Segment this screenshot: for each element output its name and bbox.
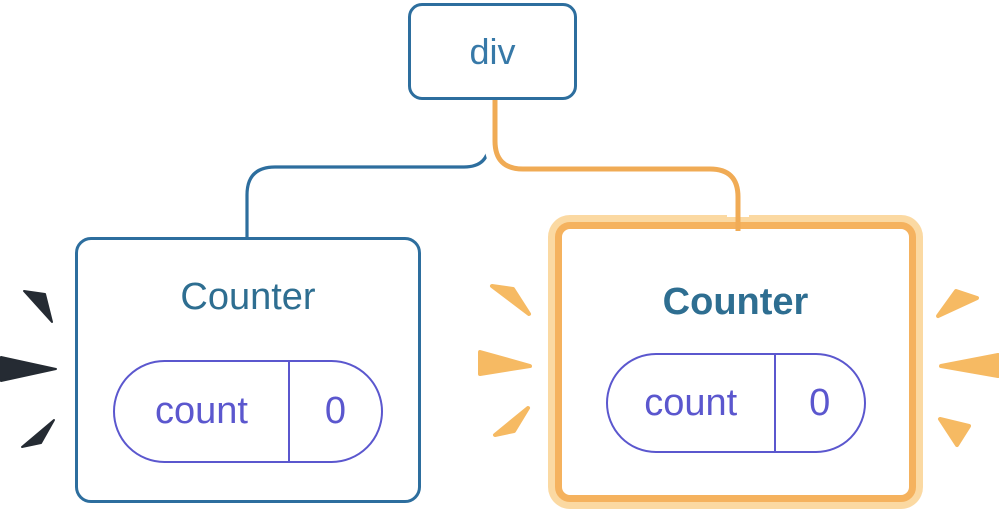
connector-left-blue: [245, 100, 491, 239]
spark-icon: [936, 289, 979, 318]
connector-right-orange: [492, 100, 741, 231]
spark-icon: [493, 406, 530, 437]
spark-icon: [478, 350, 532, 376]
tree-node-div-label: div: [469, 30, 516, 72]
counter-card-right: Counter count 0: [555, 222, 916, 502]
counter-card-right-highlight-ring: Counter count 0: [548, 215, 923, 509]
connector-right-casing: [484, 100, 749, 217]
state-value: 0: [773, 355, 864, 451]
tree-node-div: div: [408, 3, 577, 100]
spark-icon: [939, 353, 999, 378]
counter-title: Counter: [662, 281, 809, 323]
burst-right-orange: [936, 289, 999, 447]
burst-middle-orange: [478, 284, 532, 437]
state-pill: count 0: [605, 353, 866, 453]
counter-title: Counter: [180, 276, 316, 318]
burst-left-dark: [0, 290, 57, 448]
spark-icon: [23, 290, 53, 323]
state-value: 0: [287, 362, 381, 461]
spark-icon: [938, 417, 971, 447]
counter-card-left: Counter count 0: [75, 237, 421, 503]
state-key: count: [644, 381, 738, 424]
spark-icon: [490, 284, 531, 316]
state-key: count: [154, 390, 248, 432]
spark-icon: [21, 419, 55, 448]
state-pill: count 0: [113, 360, 383, 463]
spark-icon: [0, 356, 57, 382]
